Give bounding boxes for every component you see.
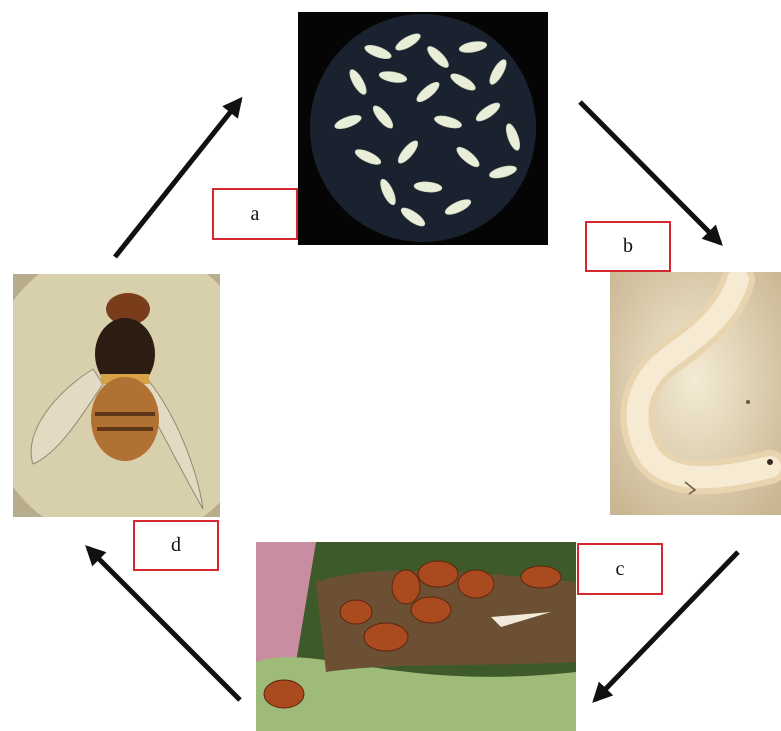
larva-icon bbox=[610, 272, 781, 515]
stage-label-c: c bbox=[577, 543, 663, 595]
stage-label-d: d bbox=[133, 520, 219, 571]
stage-label-a: a bbox=[212, 188, 298, 240]
pupae-icon bbox=[256, 542, 576, 731]
stage-label-b: b bbox=[585, 221, 671, 272]
egg-cluster-icon bbox=[298, 12, 548, 245]
adult-fly-icon bbox=[13, 274, 220, 517]
